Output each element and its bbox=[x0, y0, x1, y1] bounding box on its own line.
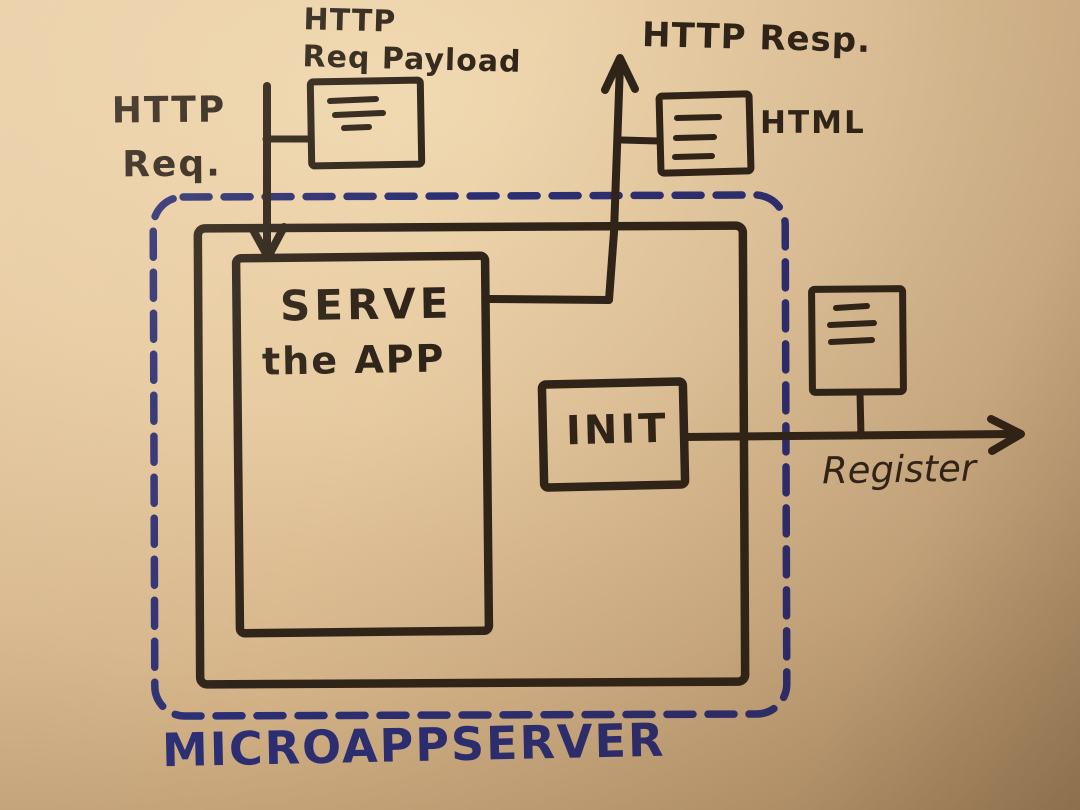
html-document-line bbox=[674, 114, 722, 121]
html-document-connector bbox=[618, 136, 664, 145]
html-document-line bbox=[672, 153, 715, 160]
server-box bbox=[193, 221, 750, 689]
payload-document-line bbox=[341, 124, 372, 131]
serve-node-label-line2: the APP bbox=[261, 336, 446, 384]
payload-document-icon bbox=[306, 76, 426, 170]
register-document-icon bbox=[808, 285, 907, 396]
http-resp-arrow-shaft bbox=[485, 60, 624, 304]
http-req-label-line1: HTTP bbox=[111, 89, 227, 132]
html-document-icon bbox=[655, 90, 755, 177]
http-req-payload-label-line1: HTTP bbox=[303, 2, 397, 40]
register-document-connector bbox=[856, 389, 865, 440]
html-label: HTML bbox=[760, 105, 866, 141]
init-node-label: INIT bbox=[565, 405, 670, 455]
serve-node-label-line1: SERVE bbox=[279, 278, 453, 331]
microappserver-dashed-boundary bbox=[149, 191, 791, 720]
http-req-payload-label: HTTP Req Payload bbox=[302, 2, 523, 80]
http-req-label-line2: Req. bbox=[122, 143, 223, 186]
microappserver-title: MICROAPPSERVER bbox=[161, 712, 666, 778]
http-req-payload-label-line2: Req Payload bbox=[302, 39, 522, 80]
payload-document-line bbox=[332, 110, 386, 118]
register-document-line bbox=[828, 337, 875, 345]
http-resp-label: HTTP Resp. bbox=[641, 15, 872, 61]
payload-document-line bbox=[327, 96, 379, 104]
register-arrow-shaft bbox=[681, 430, 1018, 441]
http-resp-arrowhead-icon bbox=[601, 54, 639, 94]
register-document-line bbox=[827, 320, 877, 328]
register-label: Register bbox=[821, 446, 977, 493]
init-box bbox=[537, 377, 690, 492]
http-req-arrowhead-icon bbox=[248, 223, 288, 261]
register-arrowhead-icon bbox=[987, 415, 1025, 455]
register-document-line bbox=[833, 303, 870, 311]
serve-the-app-box bbox=[231, 251, 494, 638]
http-req-label: HTTP Req. bbox=[112, 84, 227, 193]
html-document-line bbox=[673, 134, 717, 141]
